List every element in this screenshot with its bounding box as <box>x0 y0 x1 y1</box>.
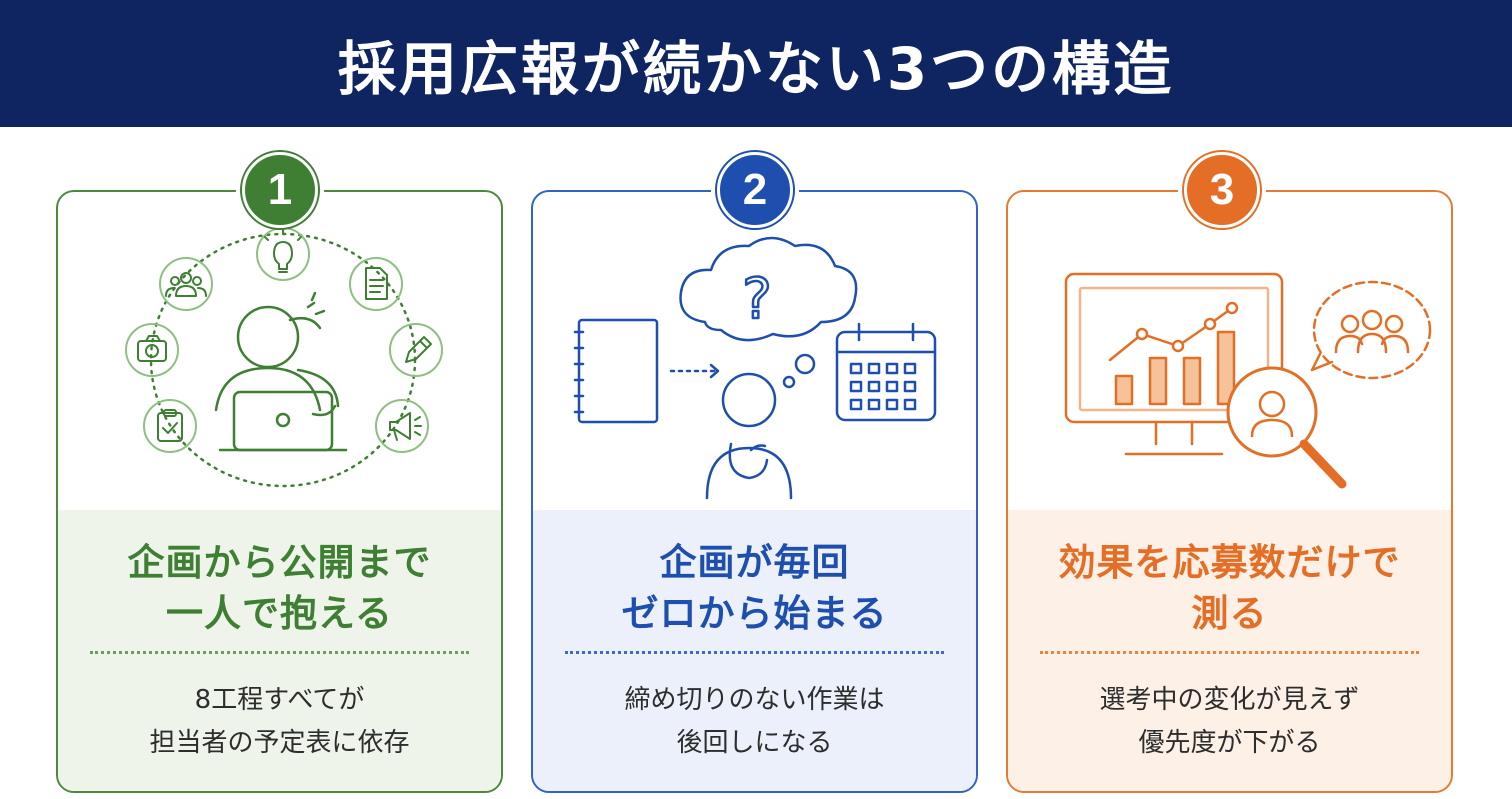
number-badge-3: 3 <box>1178 152 1266 228</box>
card-3-text-panel <box>1008 510 1451 791</box>
card-2-desc-line: 後回しになる <box>676 728 833 758</box>
card-2: ? 企画が毎回 ゼロから始まる 締め切りのない作業は 後回しになる <box>531 190 978 793</box>
card-3-title: 効果を応募数だけで 測る <box>1008 537 1451 639</box>
magnifier-person-icon <box>1226 366 1347 489</box>
stressed-person-laptop-icon <box>214 291 348 452</box>
card-2-title: 企画が毎回 ゼロから始まる <box>533 537 976 639</box>
card-1-title-line: 一人で抱える <box>166 592 393 635</box>
card-1-illustration <box>125 227 443 488</box>
card-1-divider <box>90 651 469 654</box>
page-title: 採用広報が続かない3つの構造 <box>337 34 1175 103</box>
calendar-icon <box>835 322 937 422</box>
notebook-icon <box>573 318 659 424</box>
card-1: 企画から公開まで 一人で抱える 8工程すべてが 担当者の予定表に依存 <box>56 190 503 793</box>
thinking-person-icon <box>705 372 793 500</box>
card-1-title: 企画から公開まで 一人で抱える <box>58 537 501 639</box>
card-3: 効果を応募数だけで 測る 選考中の変化が見えず 優先度が下がる <box>1006 190 1453 793</box>
card-2-text-panel <box>533 510 976 791</box>
card-1-description: 8工程すべてが 担当者の予定表に依存 <box>58 679 501 765</box>
pencil-icon <box>389 323 443 377</box>
card-3-divider <box>1040 651 1419 654</box>
number-badge-1-label: 1 <box>242 152 318 228</box>
number-badge-1: 1 <box>236 152 324 228</box>
monitor-chart-icon <box>1064 272 1284 456</box>
card-1-text-panel <box>58 510 501 791</box>
arrow-icon <box>669 363 720 379</box>
card-3-desc-line: 選考中の変化が見えず <box>1099 685 1360 715</box>
card-3-title-line: 測る <box>1191 592 1268 635</box>
card-2-illustration: ? <box>573 236 937 500</box>
clipboard-check-icon <box>143 399 197 453</box>
card-2-desc-line: 締め切りのない作業は <box>624 685 885 715</box>
card-1-desc-line: 8工程すべてが <box>194 685 365 715</box>
lightbulb-icon <box>256 227 310 281</box>
card-2-title-line: 企画が毎回 <box>659 541 850 584</box>
number-badge-2-label: 2 <box>717 152 793 228</box>
card-3-desc-line: 優先度が下がる <box>1138 728 1321 758</box>
document-icon <box>349 257 403 311</box>
card-2-title-line: ゼロから始まる <box>621 592 888 635</box>
megaphone-icon <box>375 399 429 453</box>
card-2-divider <box>565 651 944 654</box>
svg-text:?: ? <box>742 267 772 332</box>
header-bar: 採用広報が続かない3つの構造 <box>0 0 1512 127</box>
card-3-illustration <box>1064 272 1432 489</box>
card-2-description: 締め切りのない作業は 後回しになる <box>533 679 976 765</box>
card-1-desc-line: 担当者の予定表に依存 <box>149 728 410 758</box>
camera-icon <box>125 323 179 377</box>
question-bubble-icon: ? <box>679 236 858 389</box>
group-bubble-icon <box>1310 280 1432 380</box>
number-badge-2: 2 <box>711 152 799 228</box>
card-3-title-line: 効果を応募数だけで <box>1058 541 1401 584</box>
card-1-title-line: 企画から公開まで <box>127 541 432 584</box>
number-badge-3-label: 3 <box>1184 152 1260 228</box>
team-icon <box>159 257 213 311</box>
card-3-description: 選考中の変化が見えず 優先度が下がる <box>1008 679 1451 765</box>
